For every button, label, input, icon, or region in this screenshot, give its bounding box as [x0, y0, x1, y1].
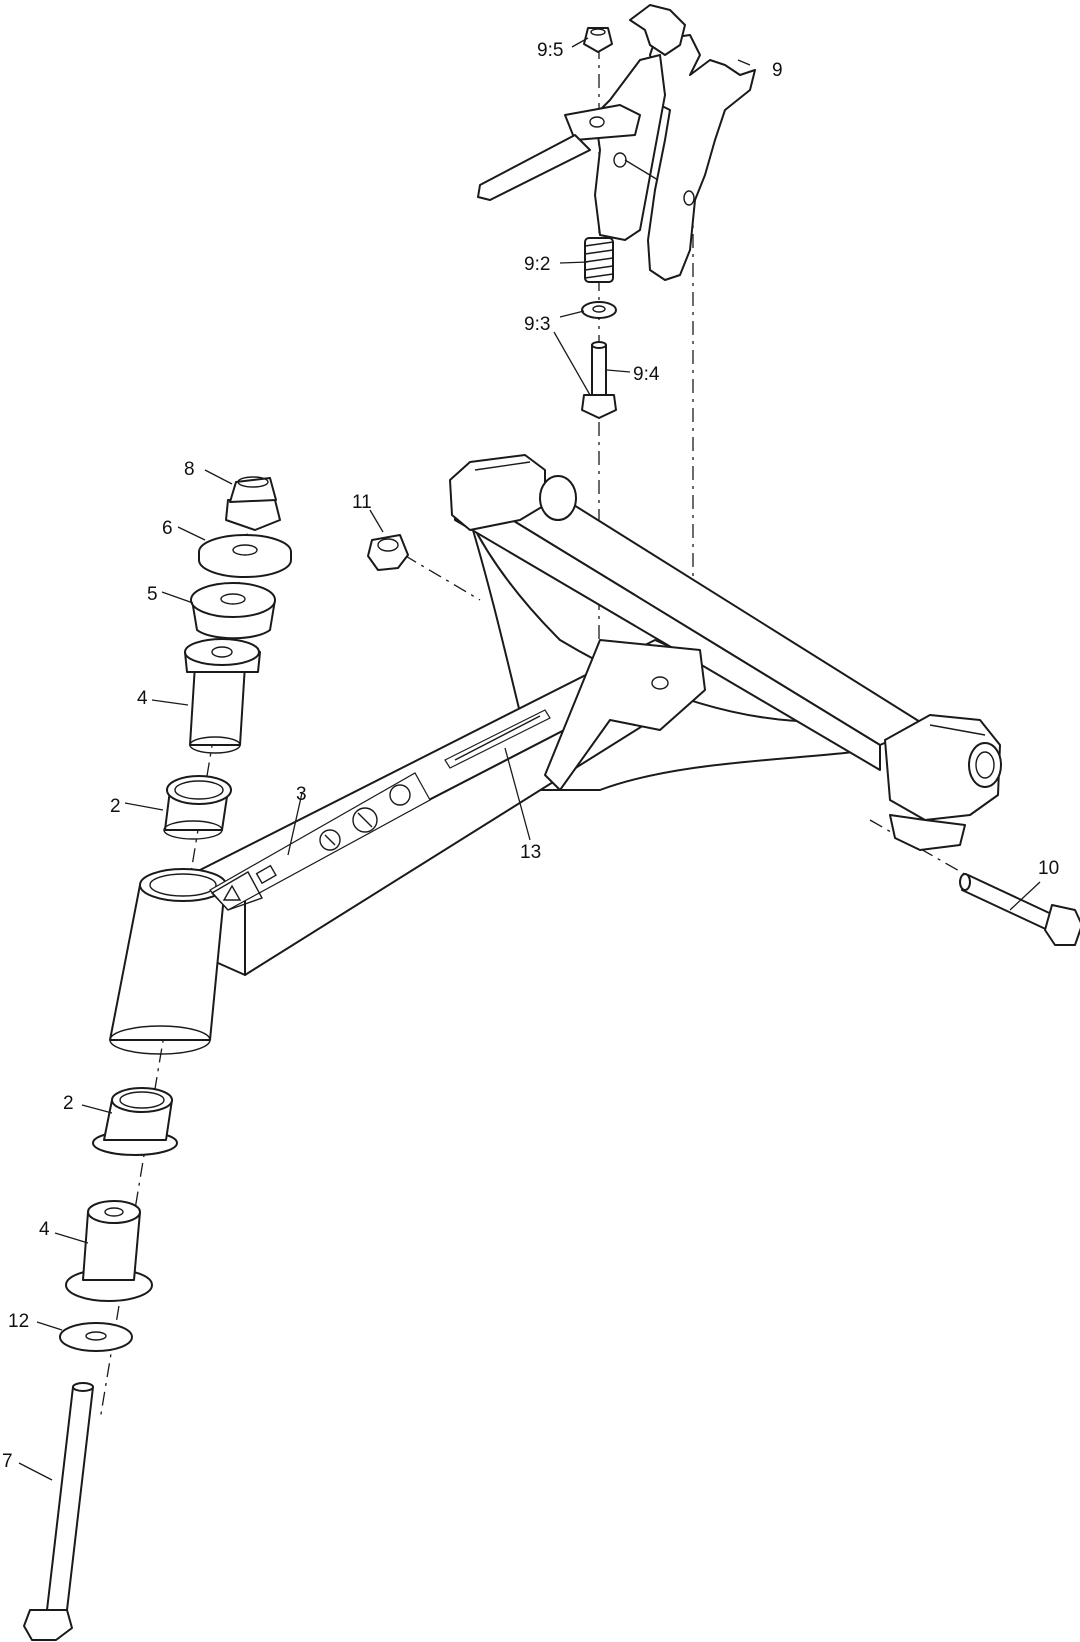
callout-5: 5	[147, 584, 158, 605]
flange-nut	[367, 534, 409, 571]
callout-2-upper: 2	[110, 796, 121, 817]
pivot-bolt	[23, 1382, 94, 1641]
callout-2-lower: 2	[63, 1093, 74, 1114]
latch-spring	[584, 237, 614, 283]
washer-top	[198, 534, 292, 578]
decal-instruction-strip	[444, 709, 551, 769]
callout-9-3: 9:3	[524, 314, 550, 335]
callout-10: 10	[1038, 858, 1059, 879]
callout-7: 7	[2, 1451, 13, 1472]
bearing-cup-upper	[163, 775, 232, 840]
callout-9-4: 9:4	[633, 364, 660, 385]
callout-11: 11	[352, 492, 372, 513]
latch-nut	[583, 27, 613, 53]
leader-lines	[18, 37, 1041, 1481]
lock-nut	[225, 476, 281, 531]
washer-bottom	[59, 1322, 133, 1352]
callout-12: 12	[8, 1311, 29, 1332]
callout-labels: 9:5 9 9:2 9:3 9:4 8 6 5 11 4 2 3 13 10 2…	[2, 40, 1059, 1472]
hinge-bolt	[959, 873, 1080, 946]
latch-bolt	[581, 341, 617, 419]
latch-washer	[581, 301, 617, 319]
latch-assembly	[477, 4, 756, 281]
bearing-cup-lower	[92, 1087, 178, 1156]
flange-bushing-lower	[65, 1200, 153, 1302]
callout-6: 6	[162, 518, 173, 539]
callout-3: 3	[296, 784, 307, 805]
callout-9-5: 9:5	[537, 40, 563, 61]
flange-bushing-upper	[184, 638, 261, 754]
callout-4-lower: 4	[39, 1219, 50, 1240]
decal-warning-strip	[209, 772, 431, 911]
callout-9: 9	[772, 60, 783, 81]
callout-4-upper: 4	[137, 688, 148, 709]
callout-13: 13	[520, 842, 541, 863]
spacer	[190, 582, 276, 640]
callout-9-2: 9:2	[524, 254, 550, 275]
callout-8: 8	[184, 459, 195, 480]
